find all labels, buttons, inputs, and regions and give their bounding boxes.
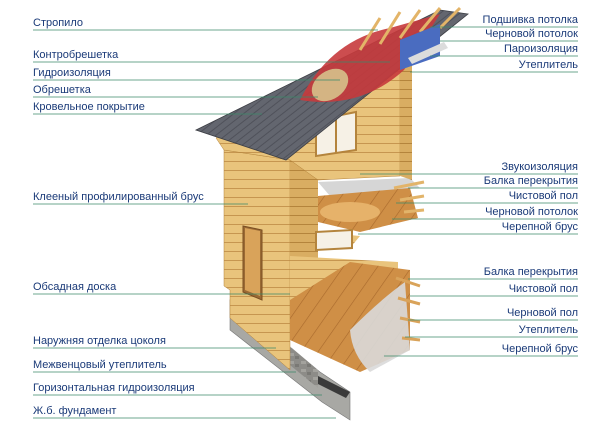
door-frame [245,228,260,296]
label-counter-batten: Контробрешетка [33,49,119,61]
ground-floor-interior [290,256,421,372]
label-rough-floor: Черновой пол [506,307,578,319]
intermediate-soundproofing [318,178,420,196]
foundation-top [314,376,350,398]
label-floor-beam-lower: Балка перекрытия [483,266,578,278]
intermediate-subfloor-reveal [320,202,380,222]
ground-floor-walls [223,149,318,371]
middle-window [315,228,353,252]
roof-underlay-reveal [311,68,349,102]
label-soundproofing: Звукоизоляция [501,161,578,173]
roof-vapour-barrier [408,42,448,64]
label-vapour-barrier: Пароизоляция [504,43,578,55]
intermediate-beams [393,180,425,214]
label-log-insulation: Межвенцовый утеплитель [33,359,167,371]
label-rough-ceiling-mid: Черновой потолок [485,206,578,218]
label-insulation-floor: Утеплитель [518,324,578,336]
label-foundation: Ж.б. фундамент [33,405,117,417]
label-floor-beam-upper: Балка перекрытия [483,175,578,187]
label-waterproofing: Гидроизоляция [33,67,111,79]
ground-insulation-reveal [350,282,410,372]
label-skull-beam-lower: Черепной брус [501,343,578,355]
upper-side-wall [400,52,412,180]
label-skull-beam-upper: Черепной брус [501,221,578,233]
label-finish-floor-upper: Чистовой пол [508,190,578,202]
label-plinth-finish: Наружняя отделка цоколя [33,335,166,347]
label-ceiling-lining: Подшивка потолка [482,14,578,26]
leader-lines [33,26,578,419]
label-rafter: Стропило [33,17,83,29]
label-casing-board: Обсадная доска [33,281,117,293]
label-horizontal-waterproofing: Горизонтальная гидроизоляция [33,382,195,394]
label-rough-ceiling-top: Черновой потолок [485,28,578,40]
roof-rafters [358,6,462,51]
label-finish-floor-lower: Чистовой пол [508,283,578,295]
label-glued-beam: Клееный профилированный брус [33,191,204,203]
label-roof-covering: Кровельное покрытие [33,101,145,113]
label-battens: Обрешетка [33,84,91,96]
label-insulation-roof: Утеплитель [518,59,578,71]
